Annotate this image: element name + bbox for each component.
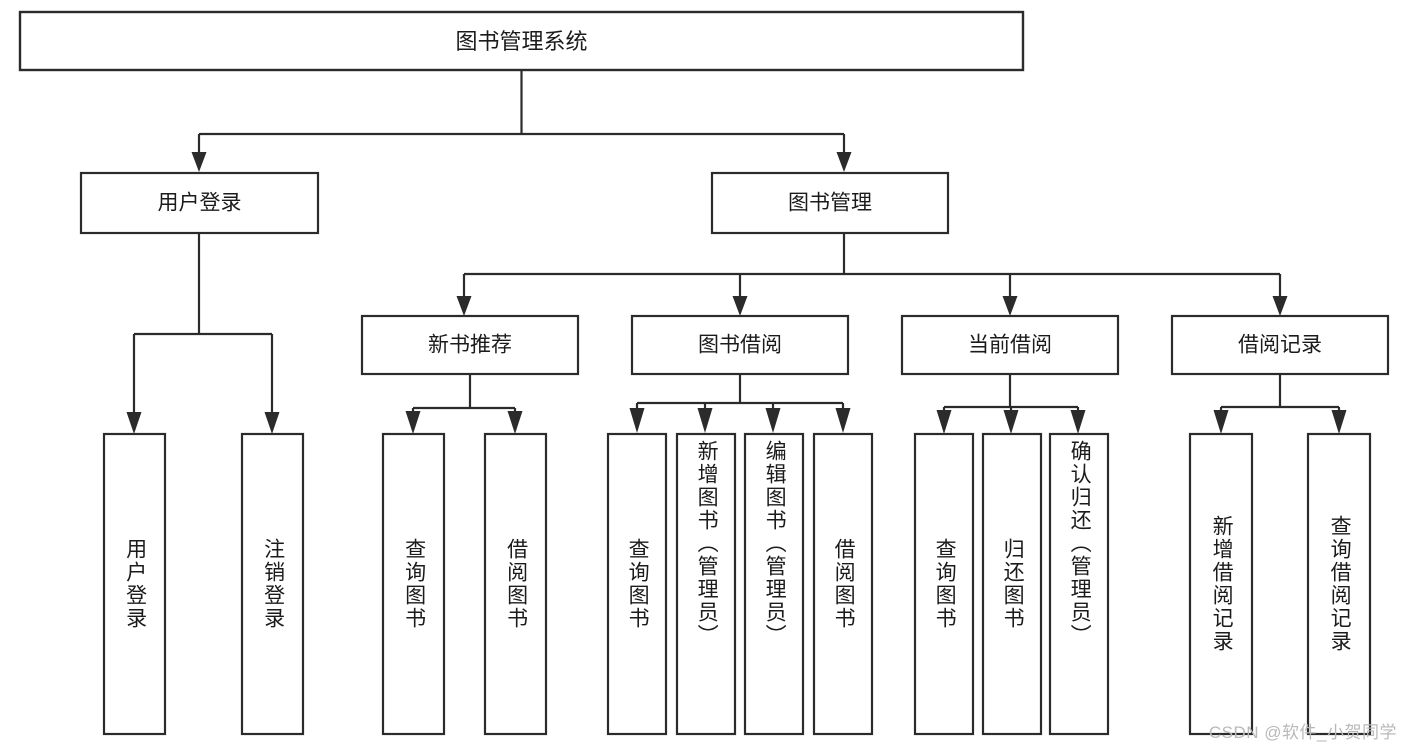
node-book-manage-box[interactable] (710, 171, 950, 235)
arrowhead-leaf-user-login (126, 412, 142, 434)
node-root-box[interactable] (18, 10, 1025, 72)
node-book-manage[interactable]: 图书管理 (710, 171, 950, 235)
arrowhead-leaf-user-logout (264, 412, 280, 434)
node-current-borrow-label: 当前借阅 (968, 334, 1052, 357)
arrowhead-book-borrow (732, 296, 748, 316)
node-root[interactable]: 图书管理系统 (18, 10, 1025, 72)
node-current-borrow-box[interactable] (900, 314, 1120, 376)
arrowhead-leaf-query-book-1 (405, 411, 421, 434)
node-leaf-user-login-box[interactable] (102, 432, 167, 736)
node-leaf-borrow-book-1-box[interactable] (483, 432, 548, 736)
node-leaf-query-book-1-box[interactable] (381, 432, 446, 736)
arrowhead-book-manage (836, 152, 852, 172)
node-leaf-add-book-box[interactable] (675, 432, 737, 736)
node-leaf-user-logout-box[interactable] (240, 432, 305, 736)
node-borrow-record[interactable]: 借阅记录 (1170, 314, 1390, 376)
node-leaf-add-record-box[interactable] (1188, 432, 1254, 736)
arrowhead-leaf-return-book (1003, 410, 1019, 434)
arrowhead-user-login (191, 152, 207, 172)
node-leaf-confirm-return-box[interactable] (1048, 432, 1110, 736)
arrowhead-leaf-edit-book (765, 408, 781, 433)
node-leaf-query-book-2-box[interactable] (606, 432, 668, 736)
node-borrow-record-box[interactable] (1170, 314, 1390, 376)
node-layer: 图书管理系统 用户登录 图书管理 新书推荐 图书借阅 当前 (18, 10, 1390, 736)
node-leaf-return-book-box[interactable] (981, 432, 1043, 736)
arrowhead-leaf-query-book-2 (629, 408, 645, 433)
arrowhead-leaf-borrow-book-1 (507, 411, 523, 434)
node-book-borrow-box[interactable] (630, 314, 850, 376)
node-book-borrow[interactable]: 图书借阅 (630, 314, 850, 376)
arrowhead-leaf-add-record (1213, 410, 1229, 434)
arrowhead-leaf-confirm-return (1070, 410, 1086, 434)
csdn-watermark: CSDN @软件_小贺同学 (1208, 723, 1397, 742)
node-leaf-edit-book-box[interactable] (743, 432, 805, 736)
node-book-manage-label: 图书管理 (788, 192, 872, 215)
node-book-borrow-label: 图书借阅 (698, 334, 782, 357)
node-new-book-recommend-label: 新书推荐 (428, 334, 512, 357)
arrowhead-current-borrow (1002, 296, 1018, 316)
arrowhead-leaf-query-book-3 (936, 410, 952, 434)
node-current-borrow[interactable]: 当前借阅 (900, 314, 1120, 376)
node-borrow-record-label: 借阅记录 (1238, 334, 1322, 357)
node-user-login-box[interactable] (79, 171, 320, 235)
node-new-book-recommend[interactable]: 新书推荐 (360, 314, 580, 376)
arrowhead-new-book-recommend (456, 296, 472, 316)
node-leaf-query-record-box[interactable] (1306, 432, 1372, 736)
arrowhead-borrow-record (1272, 296, 1288, 316)
node-leaf-query-book-3-box[interactable] (913, 432, 975, 736)
arrowhead-leaf-add-book (697, 408, 713, 433)
node-leaf-borrow-book-2-box[interactable] (812, 432, 874, 736)
connector-layer (126, 70, 1347, 434)
node-new-book-recommend-box[interactable] (360, 314, 580, 376)
node-user-login-label: 用户登录 (158, 192, 242, 215)
node-root-label: 图书管理系统 (455, 29, 587, 54)
arrowhead-leaf-borrow-book-2 (835, 408, 851, 433)
node-user-login[interactable]: 用户登录 (79, 171, 320, 235)
arrowhead-leaf-query-record (1331, 410, 1347, 434)
